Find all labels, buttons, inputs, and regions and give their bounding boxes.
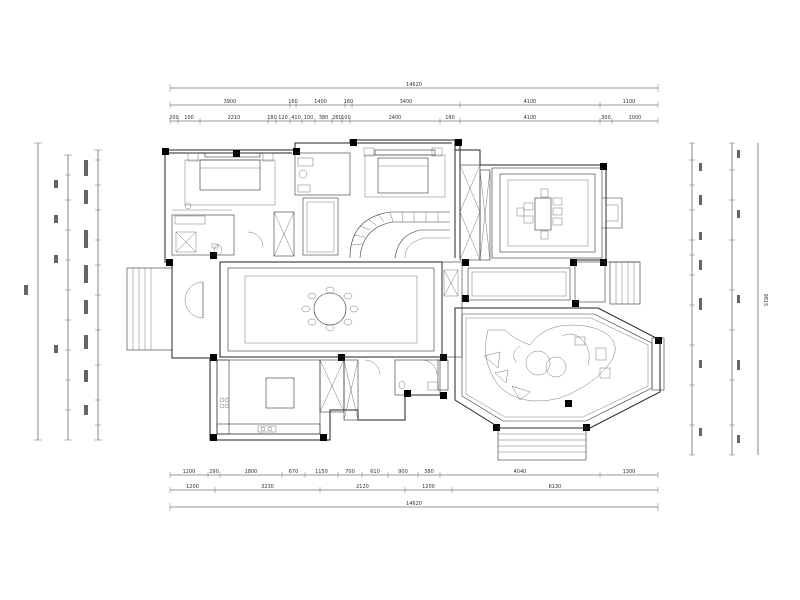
dimension-label: 900 bbox=[398, 469, 408, 475]
dimension-label: 380 bbox=[424, 469, 434, 475]
left-dimension-marks bbox=[24, 160, 88, 415]
dimension-label: 1100 bbox=[623, 99, 636, 105]
right-dimension-lines: 9815 bbox=[689, 142, 768, 456]
dimension-label: 1400 bbox=[314, 99, 327, 105]
dimension-label: 1000 bbox=[629, 115, 642, 121]
dimension-label: 700 bbox=[345, 469, 355, 475]
dimension-label: 4100 bbox=[524, 115, 537, 121]
dimension-label: 380 bbox=[319, 115, 329, 121]
dimension-label: 1300 bbox=[623, 469, 636, 475]
dimension-label: 2210 bbox=[228, 115, 241, 121]
middle-right-hall bbox=[441, 261, 641, 358]
dimension-label: 100 bbox=[184, 115, 194, 121]
left-dimension-lines bbox=[24, 142, 102, 441]
dimension-label: 160 bbox=[288, 99, 298, 105]
octagon-living-room bbox=[454, 307, 665, 461]
dimension-label: 610 bbox=[370, 469, 380, 475]
dimension-label: 300 bbox=[601, 115, 611, 121]
dimension-label: 1800 bbox=[245, 469, 258, 475]
dimension-label: 160 bbox=[344, 99, 354, 105]
dimension-label: 4040 bbox=[514, 469, 527, 475]
dimension-label: 6130 bbox=[549, 484, 562, 490]
dimension-label: 180 bbox=[267, 115, 277, 121]
dimension-label: 3400 bbox=[400, 99, 413, 105]
bedroom-2 bbox=[363, 147, 446, 198]
dimension-label: 200 bbox=[169, 115, 179, 121]
bathroom-left bbox=[171, 214, 264, 256]
dimension-label: 120 bbox=[278, 115, 288, 121]
central-hall bbox=[219, 261, 443, 358]
dimension-label: 2400 bbox=[389, 115, 402, 121]
right-dimension-marks bbox=[699, 150, 740, 443]
dining-room-top-right bbox=[459, 164, 623, 261]
dimension-label: 1200 bbox=[186, 484, 199, 490]
dimension-label: 180 bbox=[445, 115, 455, 121]
dimension-label: 1150 bbox=[315, 469, 328, 475]
top-total-dimension: 14620 bbox=[406, 82, 422, 88]
left-porch bbox=[126, 267, 204, 351]
spiral-staircase bbox=[349, 211, 450, 259]
dimension-label: 290 bbox=[209, 469, 219, 475]
dimension-label: 2120 bbox=[356, 484, 369, 490]
dimension-label: 100 bbox=[341, 115, 351, 121]
dimension-label: 4100 bbox=[524, 99, 537, 105]
bottom-middle-rooms bbox=[319, 359, 449, 421]
dimension-label: 3230 bbox=[261, 484, 274, 490]
bottom-dimension-lines: 1200 290 1800 670 1150 700 610 900 380 4040 1300 1… bbox=[169, 469, 659, 511]
dimension-label: 100 bbox=[304, 115, 314, 121]
structural-columns bbox=[162, 139, 662, 441]
bottom-total-dimension: 14620 bbox=[406, 501, 422, 507]
dimension-label: 1200 bbox=[183, 469, 196, 475]
dimension-label: 3900 bbox=[224, 99, 237, 105]
right-total-dimension: 9815 bbox=[762, 294, 768, 307]
dimension-label: 1200 bbox=[422, 484, 435, 490]
kitchen bbox=[216, 359, 321, 435]
outer-walls bbox=[164, 139, 607, 441]
dimension-label: 410 bbox=[291, 115, 301, 121]
bedroom-1 bbox=[172, 152, 276, 225]
dimension-label: 670 bbox=[289, 469, 299, 475]
closet-top-middle bbox=[273, 152, 351, 257]
dimension-label: 260 bbox=[332, 115, 342, 121]
